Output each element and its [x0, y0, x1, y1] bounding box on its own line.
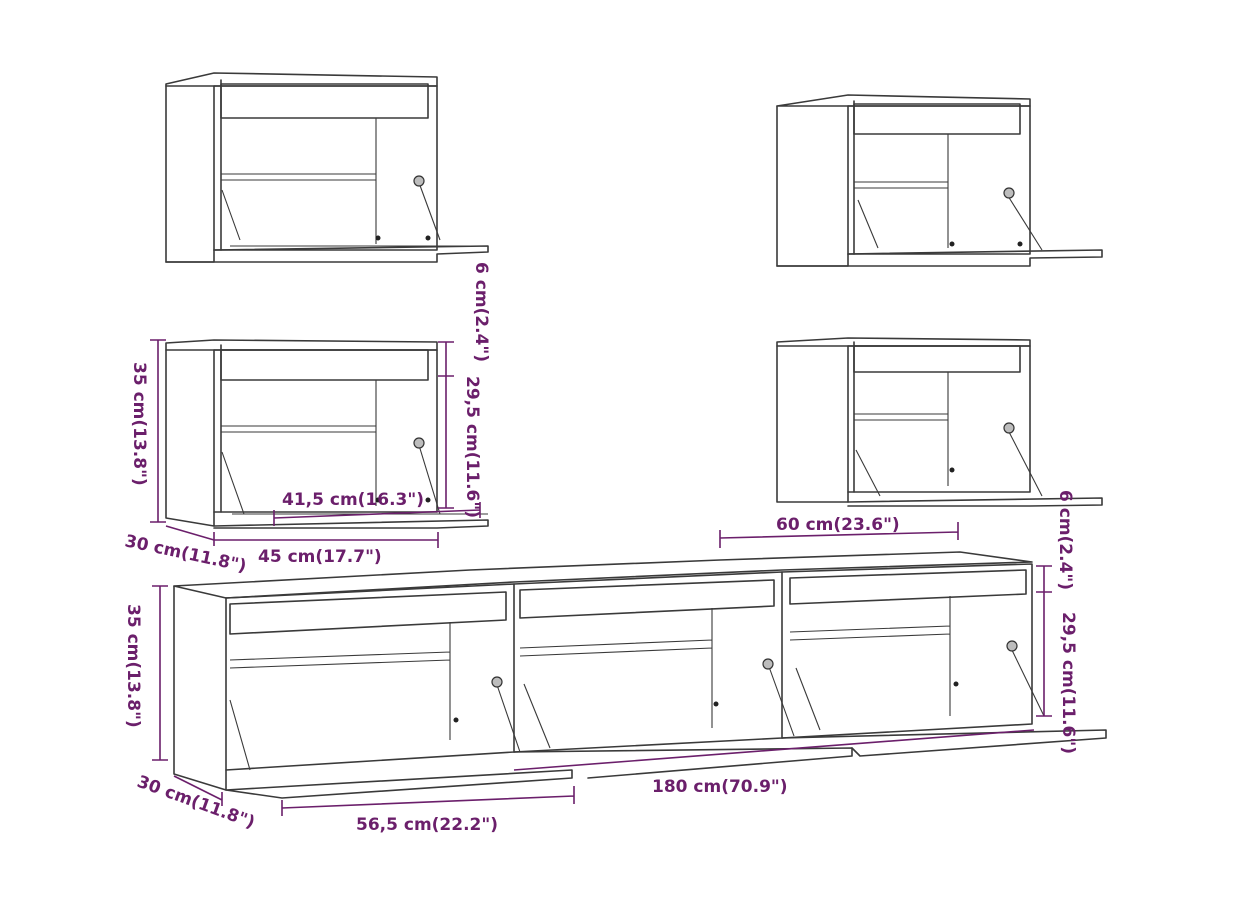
width-large-unit-label: 60 cm(23.6"): [776, 515, 900, 535]
inner-height-small-label: 29,5 cm(11.6"): [462, 376, 482, 518]
inner-width-small-label: 41,5 cm(16.3"): [282, 490, 424, 510]
cabinet-small-top-left: [165, 72, 489, 263]
inner-height-large-label: 29,5 cm(11.6"): [1058, 612, 1078, 754]
total-width-label: 180 cm(70.9"): [652, 777, 788, 797]
height-small-label: 35 cm(13.8"): [129, 362, 149, 486]
cabinet-small-mid-left: [165, 339, 489, 529]
cabinet-row-large: [173, 551, 1107, 799]
cabinet-small-top-right: [776, 94, 1103, 267]
dimension-lines: [150, 339, 1052, 816]
width-small-label: 45 cm(17.7"): [258, 547, 382, 567]
height-large-label: 35 cm(13.8"): [123, 604, 143, 728]
depth-small-label: 30 cm(11.8"): [123, 531, 248, 576]
dimension-labels: 6 cm(2.4") 35 cm(13.8") 29,5 cm(11.6") 4…: [123, 262, 1078, 835]
cabinet-small-mid-right: [776, 337, 1103, 507]
inner-width-large-label: 56,5 cm(22.2"): [356, 815, 498, 835]
top-gap-label-a: 6 cm(2.4"): [471, 262, 491, 362]
top-gap-label-b: 6 cm(2.4"): [1055, 490, 1075, 590]
